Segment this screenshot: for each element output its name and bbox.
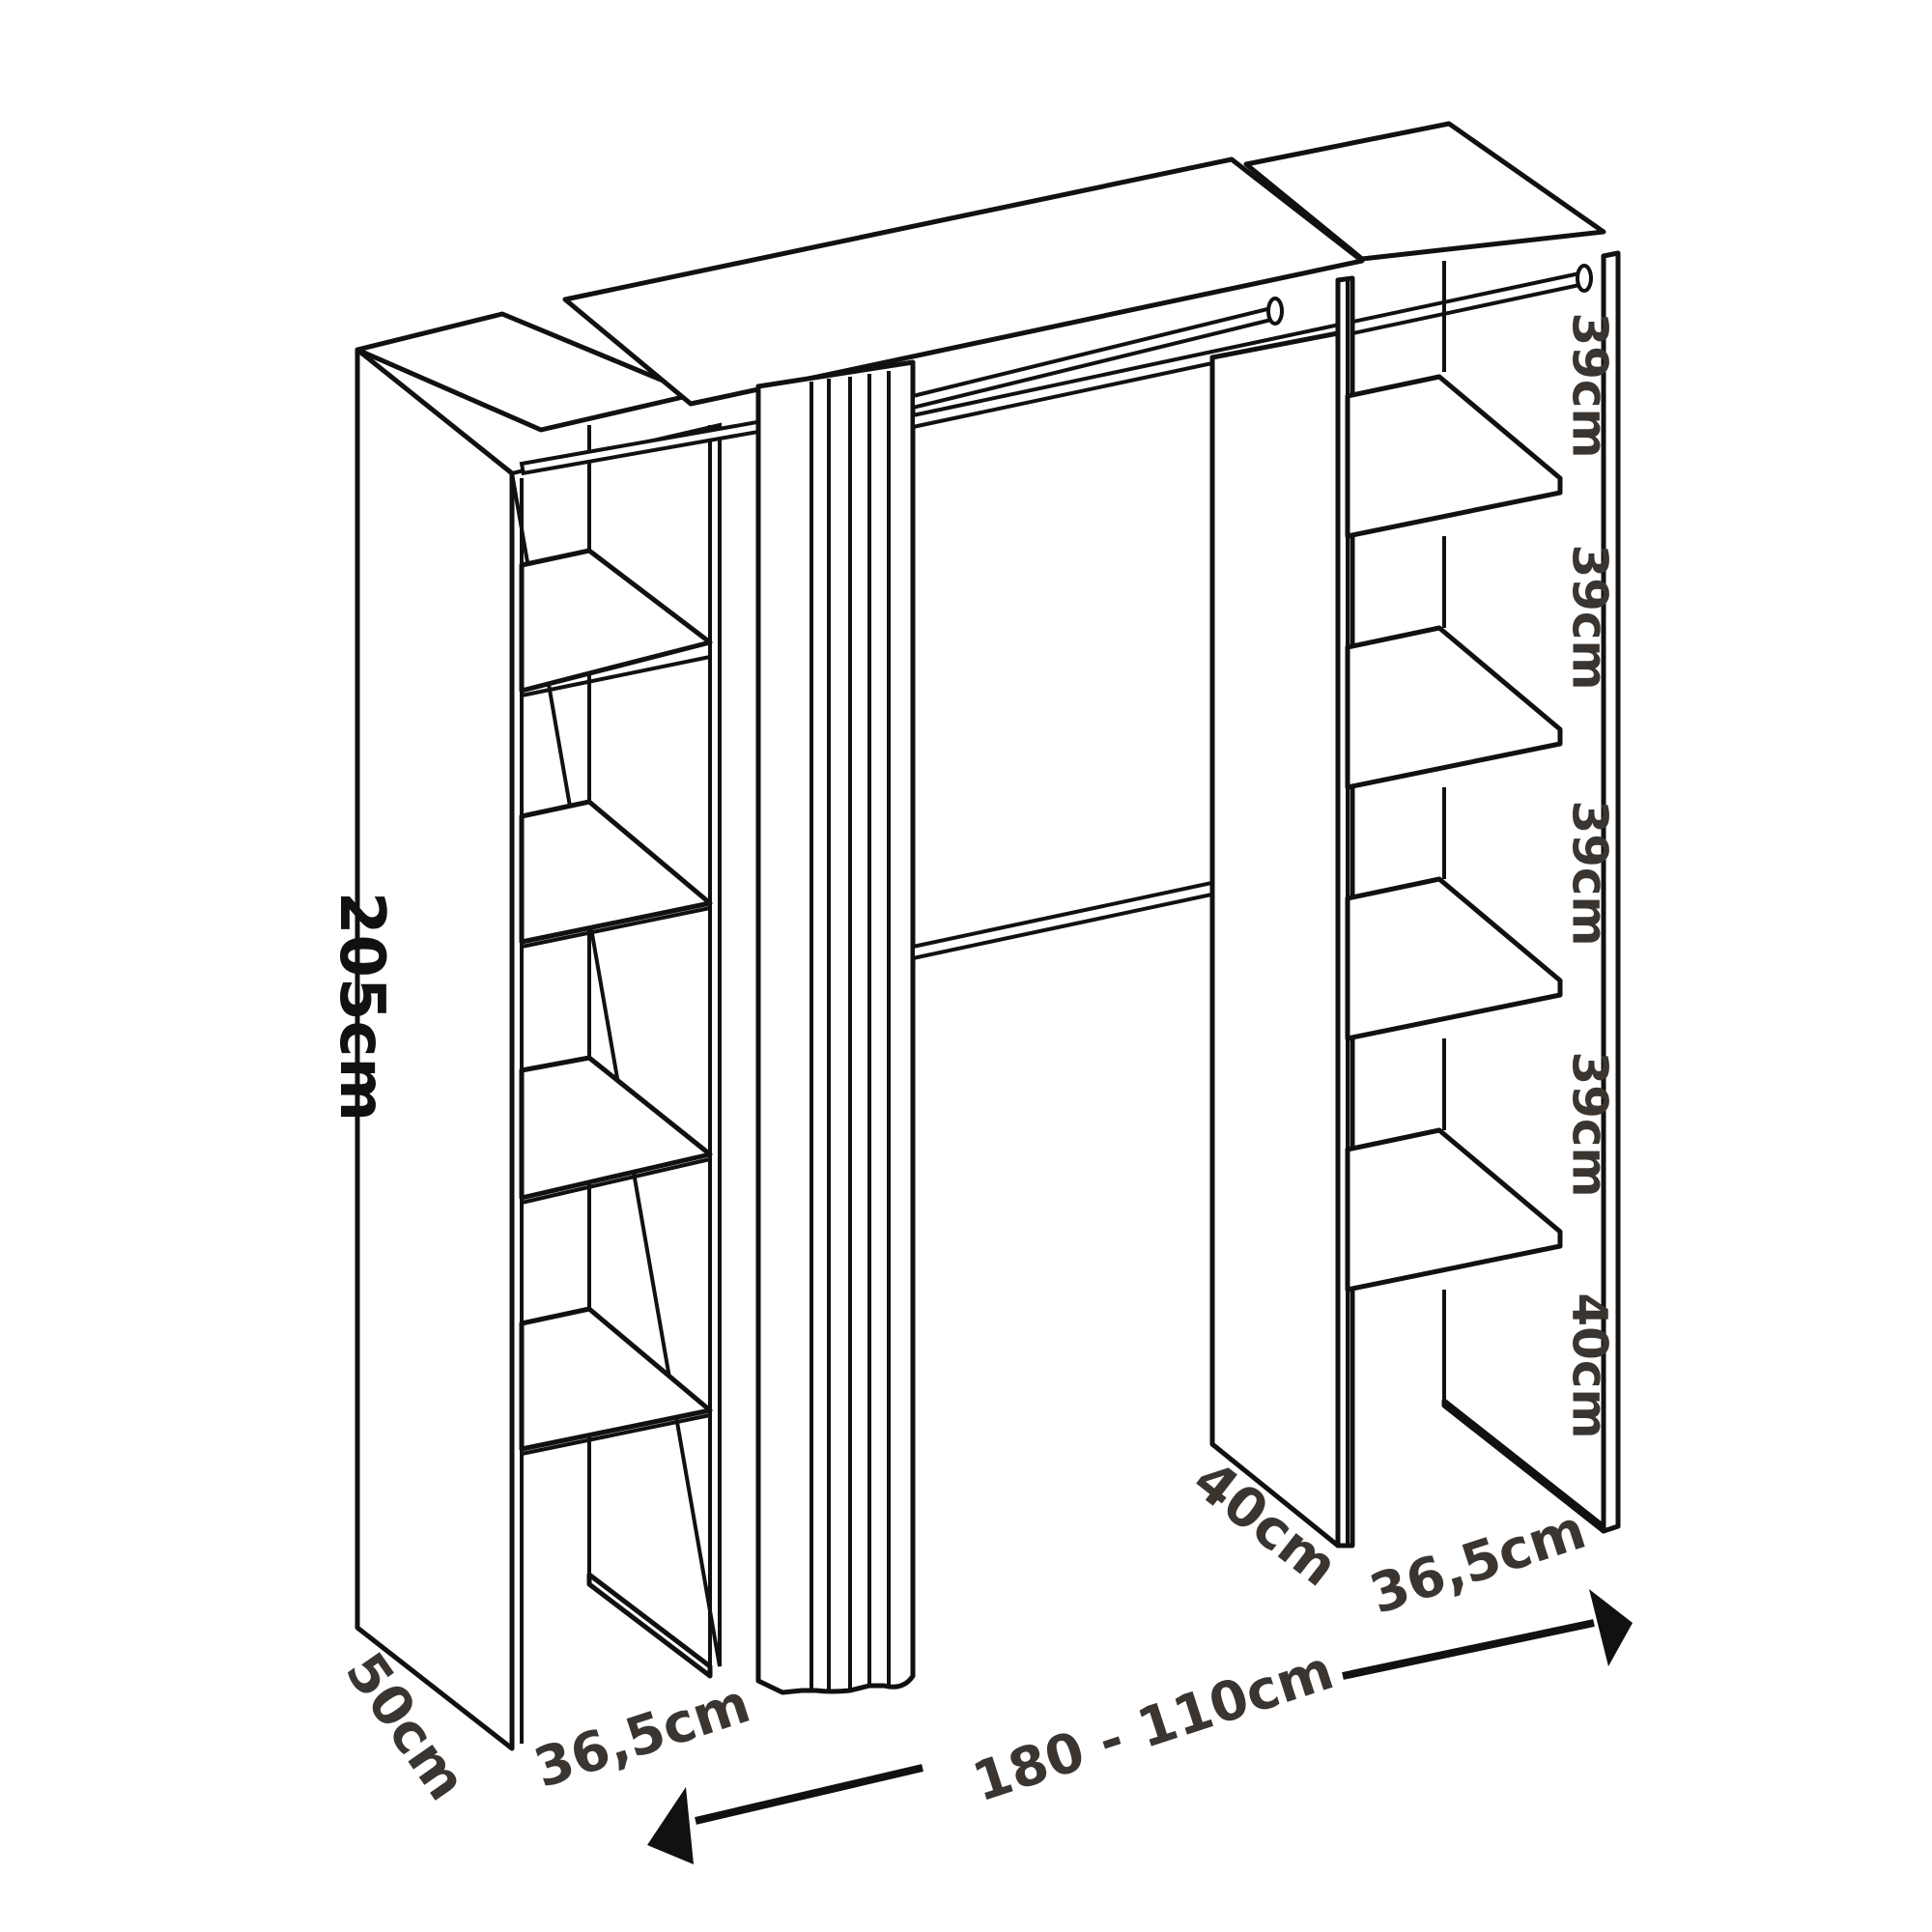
curtain <box>755 359 916 1695</box>
compartment-3-label: 39cm <box>1561 800 1618 947</box>
compartment-5-label: 40cm <box>1561 1293 1618 1439</box>
width-dimension-arrow <box>647 1589 1633 1864</box>
top-boards <box>355 121 1606 433</box>
compartment-4-label: 39cm <box>1561 1051 1618 1198</box>
right-tower <box>1209 250 1621 1548</box>
compartment-1-label: 39cm <box>1561 312 1618 459</box>
height-label: 205cm <box>326 891 398 1122</box>
compartment-2-label: 39cm <box>1561 544 1618 691</box>
left-tower <box>355 347 783 1751</box>
